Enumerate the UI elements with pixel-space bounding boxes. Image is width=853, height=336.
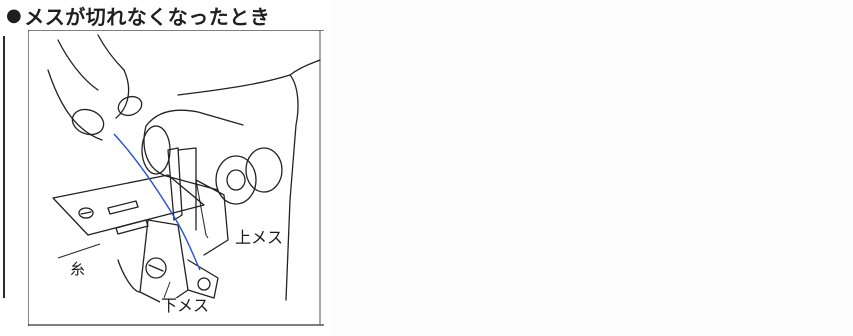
- lower-knife-base: [117, 259, 141, 293]
- throat-plate: [52, 174, 205, 236]
- page-margin-rule: [3, 36, 5, 298]
- mount-screw: [197, 277, 211, 291]
- upper-knife-leader-tip: [205, 234, 209, 239]
- section-heading: ● メスが切れなくなったとき: [6, 1, 270, 29]
- lower-knife: [139, 219, 189, 306]
- upper-knife-leader: [195, 179, 207, 236]
- adjust-knob: [215, 155, 257, 205]
- blank-page-area: [330, 0, 853, 336]
- knife-illustration: 上メス 糸 下メス: [28, 30, 324, 326]
- machine-arm-top: [289, 59, 321, 76]
- plate-screw: [78, 207, 94, 219]
- hand-finger-line-1: [57, 39, 99, 91]
- knife-guard: [195, 179, 229, 256]
- fingertip-1: [117, 95, 143, 117]
- lower-knife-screw-slot: [148, 264, 164, 272]
- figure-background: [28, 30, 324, 326]
- lower-knife-screw: [145, 257, 167, 279]
- upper-knife-holder: [177, 147, 197, 231]
- lower-knife-mount: [187, 259, 219, 299]
- plate-screw-slot: [80, 211, 92, 215]
- adjust-knob-back: [245, 147, 283, 193]
- feed-slot-2: [115, 219, 149, 235]
- upper-knife-label: 上メス: [234, 228, 285, 247]
- lower-knife-leader: [163, 281, 171, 299]
- feed-slot-1: [107, 200, 139, 215]
- section-title: メスが切れなくなったとき: [24, 4, 271, 29]
- hand-finger-line-2: [97, 34, 125, 71]
- presser-cylinder-top: [145, 109, 244, 127]
- fingertip-2: [71, 108, 105, 136]
- bullet-icon: ●: [6, 4, 23, 26]
- illustration-drawing: [28, 30, 324, 326]
- lower-knife-label: 下メス: [160, 296, 211, 315]
- adjust-knob-center: [226, 169, 246, 191]
- hand-palm: [47, 69, 103, 141]
- upper-knife: [167, 147, 183, 221]
- thread-label: 糸: [69, 260, 87, 278]
- thread-line: [113, 133, 201, 271]
- thread-leader: [57, 243, 101, 259]
